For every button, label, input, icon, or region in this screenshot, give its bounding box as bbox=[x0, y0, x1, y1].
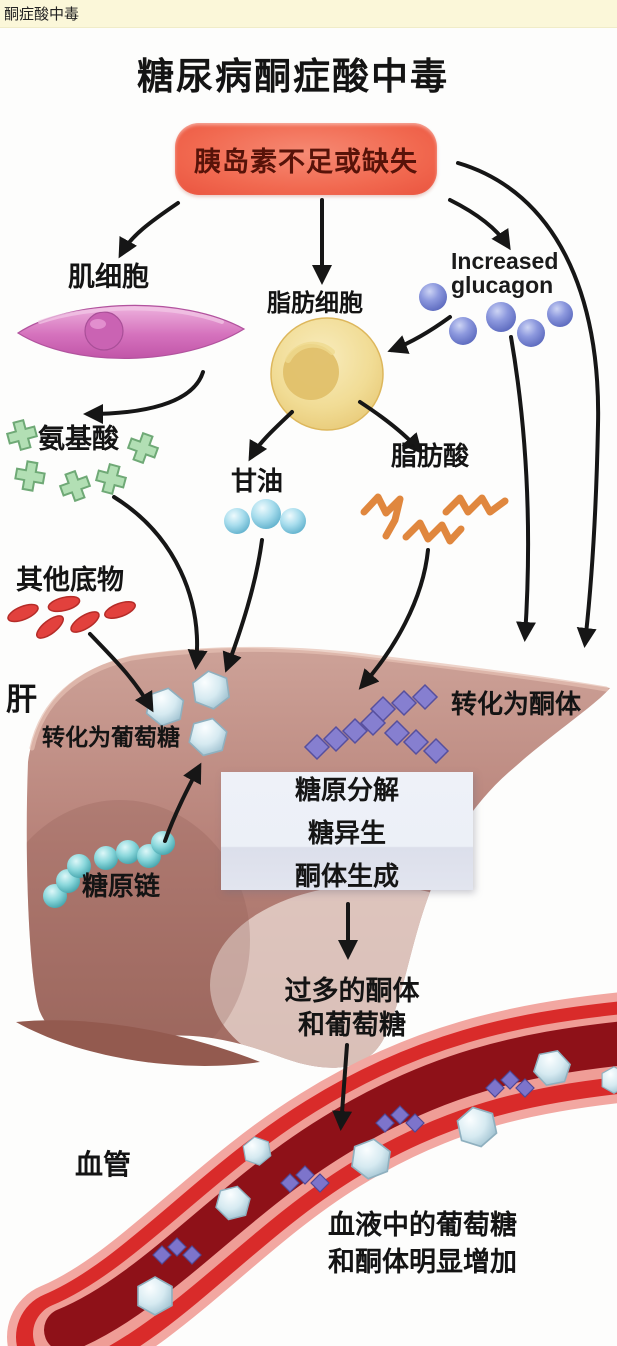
arrow-box-to-glucagon bbox=[448, 198, 511, 251]
arrow-glucagon-to-fatcell bbox=[387, 315, 452, 354]
vessel-label: 血管 bbox=[75, 1149, 132, 1180]
arrow-glycogen-to-glucose bbox=[163, 762, 202, 843]
arrow-fatcell-to-fattyacid bbox=[358, 400, 423, 454]
fat-cell-shape bbox=[270, 317, 384, 431]
process-line-gluconeogenesis: 糖异生 bbox=[307, 817, 386, 848]
muscle-cell-shape bbox=[16, 304, 246, 359]
process-line-glycogenolysis: 糖原分解 bbox=[294, 774, 399, 805]
arrow-excess-to-vessel bbox=[332, 1043, 353, 1131]
amino-acid-label: 氨基酸 bbox=[38, 424, 119, 454]
arrow-substrates-to-liver bbox=[88, 632, 154, 713]
glycerol-molecules bbox=[224, 499, 306, 534]
insulin-box-label: 胰岛素不足或缺失 bbox=[194, 146, 418, 177]
arrow-glucagon-to-liver bbox=[509, 335, 536, 642]
window-title: 酮症酸中毒 bbox=[4, 6, 80, 23]
to-ketones-label: 转化为酮体 bbox=[451, 689, 582, 719]
excess-ketones-label: 过多的酮体 和葡萄糖 bbox=[284, 976, 420, 1040]
muscle-cell-label: 肌细胞 bbox=[68, 262, 149, 292]
arrow-muscle-to-amino bbox=[83, 370, 205, 424]
fat-cell-label: 脂肪细胞 bbox=[267, 290, 363, 317]
glycogen-chain-beads bbox=[43, 831, 175, 908]
glycogen-chain-label: 糖原链 bbox=[82, 871, 161, 901]
arrow-fattyacid-to-liver bbox=[358, 548, 430, 690]
insulin-box: 胰岛素不足或缺失 bbox=[175, 123, 437, 195]
arrow-box-to-muscle bbox=[118, 201, 180, 259]
process-box: 糖原分解 糖异生 酮体生成 bbox=[221, 772, 473, 891]
liver-label: 肝 bbox=[6, 682, 37, 717]
arrow-box-to-liver-long bbox=[456, 161, 601, 648]
glycerol-label: 甘油 bbox=[231, 466, 284, 496]
arrow-fatcell-to-glycerol bbox=[248, 410, 294, 462]
substrate-molecules bbox=[7, 595, 136, 639]
page-title: 糖尿病酮症酸中毒 bbox=[137, 56, 449, 97]
blood-increase-label: 血液中的葡萄糖 和酮体明显增加 bbox=[328, 1210, 517, 1277]
glucagon-label: Increased glucagon bbox=[451, 248, 559, 298]
other-substrates-label: 其他底物 bbox=[16, 565, 124, 595]
arrow-amino-to-liver bbox=[112, 495, 208, 670]
fatty-acid-label: 脂肪酸 bbox=[391, 441, 470, 471]
to-glucose-label: 转化为葡萄糖 bbox=[42, 724, 180, 750]
flow-arrows bbox=[83, 161, 601, 1131]
window-title-bar: 酮症酸中毒 bbox=[0, 0, 617, 28]
fatty-acid-molecules bbox=[360, 493, 509, 545]
process-line-ketogenesis: 酮体生成 bbox=[294, 860, 399, 891]
arrow-glycerol-to-liver bbox=[222, 538, 264, 673]
glucagon-molecules bbox=[419, 283, 573, 347]
